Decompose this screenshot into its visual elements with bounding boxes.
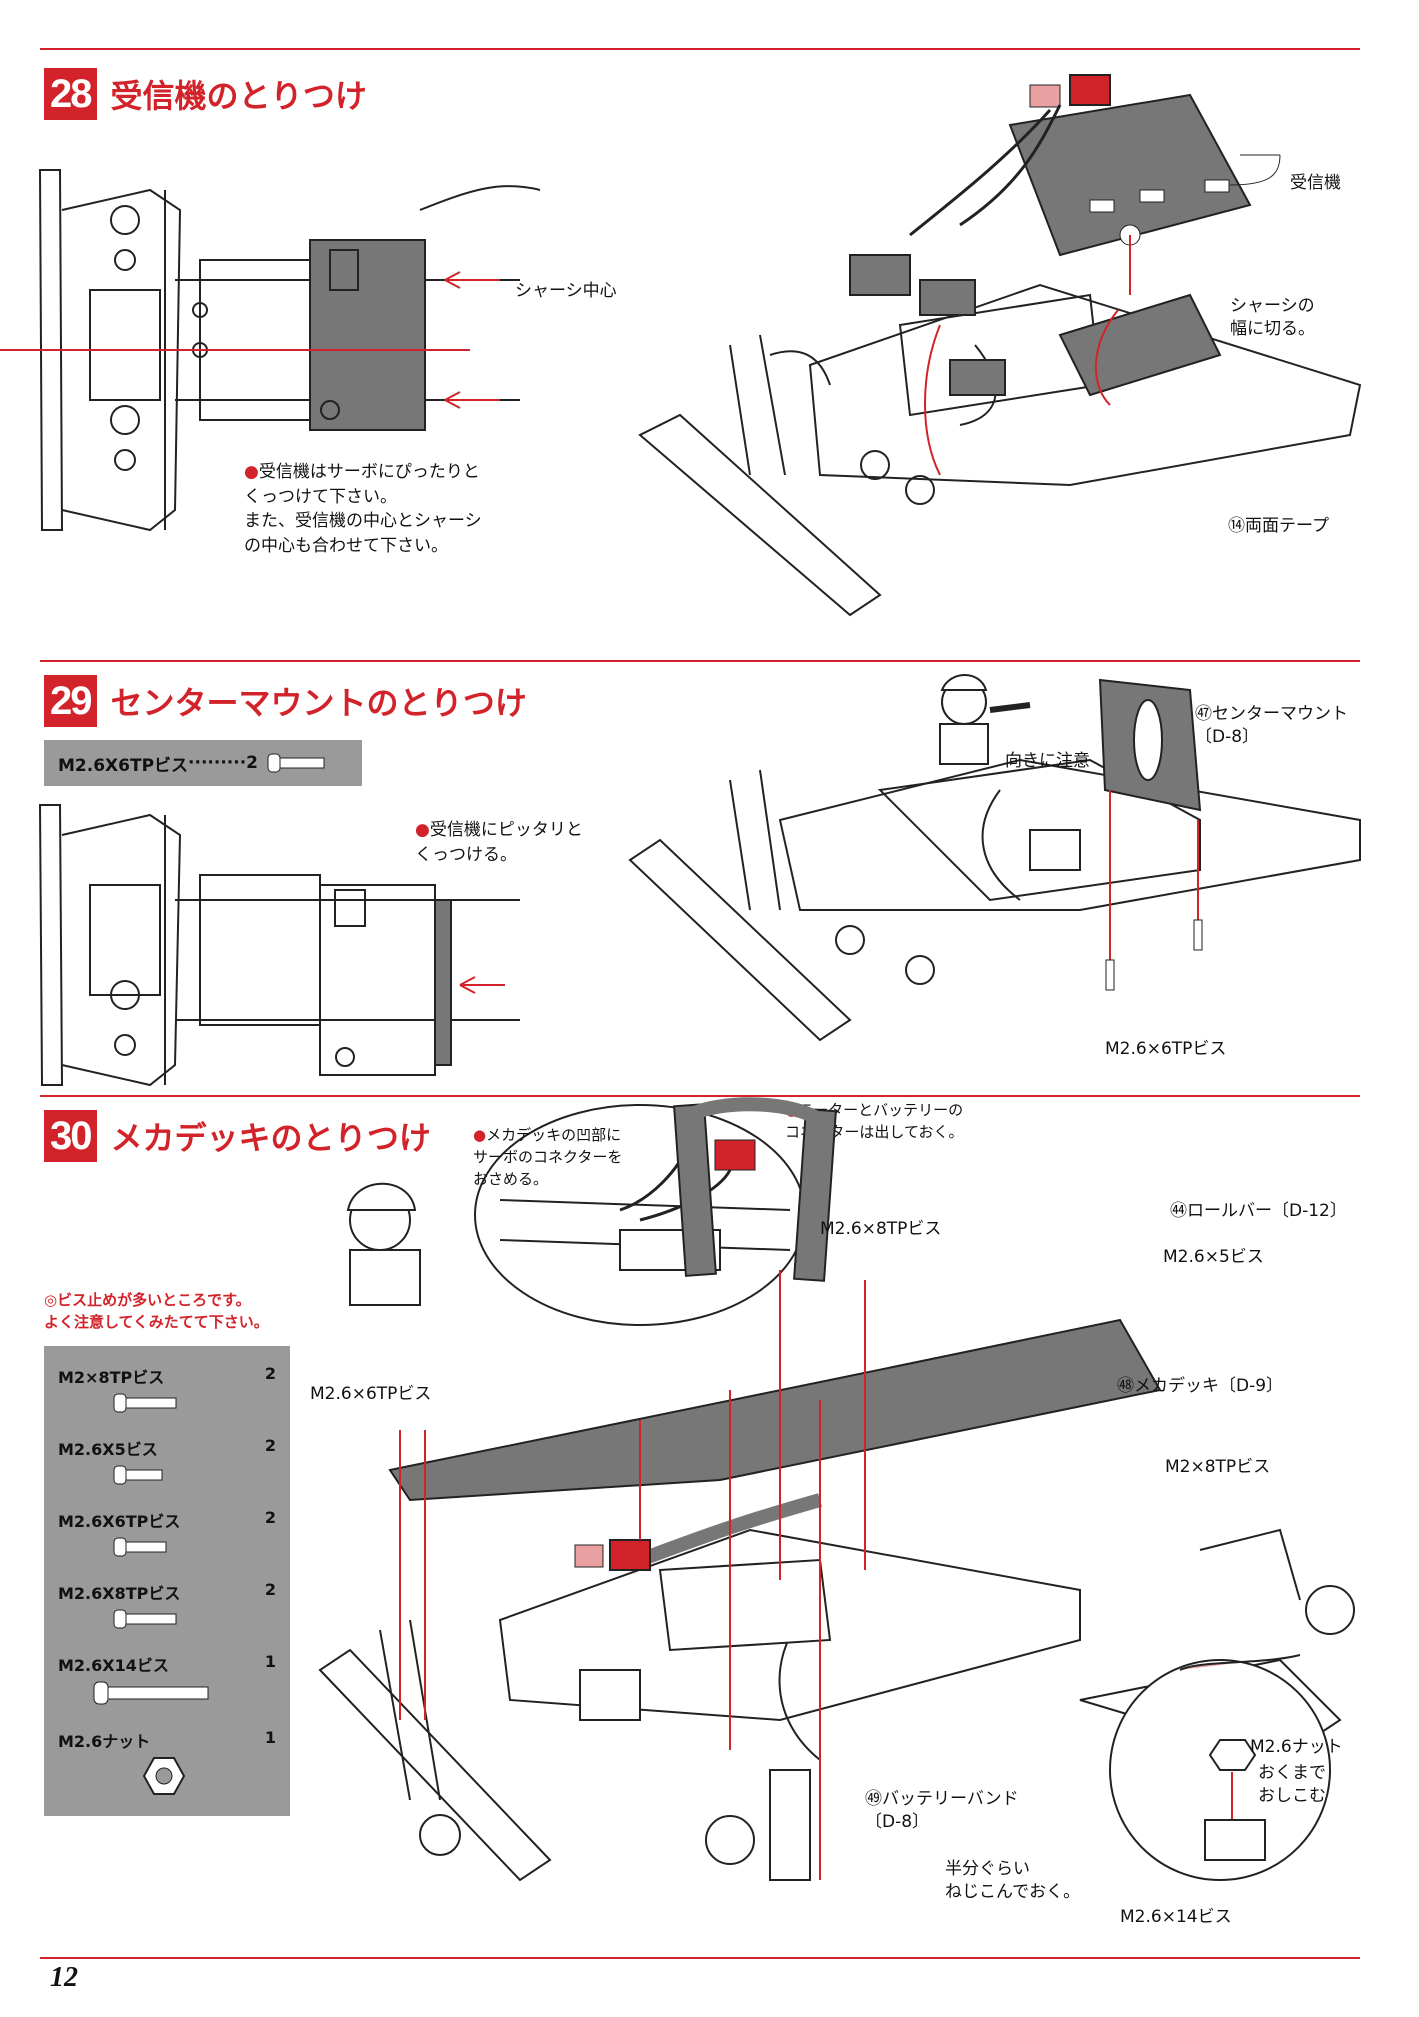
parts-row: M2.6X6TPビス 2: [58, 1508, 276, 1532]
half-screw-label: 半分ぐらい ねじこんでおく。: [945, 1859, 1081, 1902]
section-29-top-view-diagram: [38, 804, 520, 1087]
section-number: 29: [44, 675, 97, 727]
caution-note: ◎ビス止めが多いところです。 よく注意してくみたてて下さい。: [44, 1291, 269, 1331]
part-qty: 2: [246, 753, 258, 773]
screw-icon: [113, 1465, 163, 1485]
parts-row: M2.6ナット 1: [58, 1728, 276, 1752]
section-28-note: ●受信機はサーボにぴったりと くっつけて下さい。 また、受信機の中心とシャーシ …: [244, 462, 482, 556]
screw-m26x5-label: M2.6×5ビス: [1163, 1247, 1264, 1267]
screw-icon: [113, 1537, 167, 1557]
section-30-top-rule: [40, 1095, 1360, 1097]
screw-m2-8tp-top-label: M2.6×8TPビス: [820, 1219, 942, 1239]
part-name: M2.6X5ビス: [58, 1440, 158, 1459]
section-28-top-view-diagram: [0, 169, 541, 532]
part-name: M2.6X8TPビス: [58, 1584, 181, 1603]
parts-list-box: M2×8TPビス 2 M2.6X5ビス 2 M2.6X6TPビス 2 M2.6X8TP…: [44, 1346, 290, 1816]
screw-m26x14-label: M2.6×14ビス: [1120, 1907, 1232, 1927]
screw-icon: [113, 1609, 177, 1629]
part-qty: 1: [264, 1728, 276, 1747]
section-29-install-diagram: [628, 674, 1361, 1042]
mascot-figure: [346, 1182, 421, 1306]
receiver-label: 受信機: [1290, 173, 1341, 193]
note-text: 受信機はサーボにぴったりと くっつけて下さい。 また、受信機の中心とシャーシ の…: [244, 462, 482, 556]
mecha-deck-label: ㊽メカデッキ〔D-9〕: [1117, 1376, 1284, 1396]
section-title: センターマウントのとりつけ: [110, 684, 527, 722]
chassis-center-label: シャーシ中心: [515, 281, 617, 301]
part-name: M2.6X6TPビス: [58, 755, 189, 776]
part-qty: 1: [264, 1652, 276, 1671]
screw-m2x8tp-label: M2×8TPビス: [1165, 1457, 1271, 1477]
part-name: M2.6X6TPビス: [58, 1512, 181, 1531]
nut-icon: [142, 1757, 186, 1795]
nut-note-label: おくまで おしこむ: [1258, 1763, 1326, 1806]
part-name: M2×8TPビス: [58, 1368, 165, 1387]
nut-label: M2.6ナット: [1250, 1737, 1343, 1757]
part-name: M2.6ナット: [58, 1732, 151, 1751]
part-qty: 2: [264, 1364, 276, 1383]
note-text: 受信機にピッタリと くっつける。: [415, 820, 583, 865]
parts-row: M2.6X8TPビス 2: [58, 1580, 276, 1604]
servo-connector-note: ●メカデッキの凹部に サーボのコネクターを おさめる。: [473, 1126, 623, 1188]
section-28-top-rule: [40, 48, 1360, 50]
screw-m26x6tp-label: M2.6×6TPビス: [310, 1384, 432, 1404]
screw-icon: [113, 1393, 177, 1413]
part-name: M2.6X14ビス: [58, 1656, 169, 1675]
part-qty: 2: [264, 1508, 276, 1527]
section-title: メカデッキのとりつけ: [110, 1119, 431, 1157]
section-title: 受信機のとりつけ: [110, 77, 367, 115]
section-28-install-diagram: [638, 74, 1362, 617]
center-mount-label: ㊼センターマウント 〔D-8〕: [1195, 704, 1348, 747]
screw-icon: [93, 1681, 209, 1705]
parts-row: M2×8TPビス 2: [58, 1364, 276, 1388]
section-number: 30: [44, 1110, 97, 1162]
section-number: 28: [44, 68, 97, 120]
parts-row: M2.6X14ビス 1: [58, 1652, 276, 1676]
battery-band-label: ㊾バッテリーバンド 〔D-8〕: [865, 1789, 1019, 1832]
section-28-header: 28 受信機のとりつけ: [44, 68, 367, 120]
caution-direction-label: 向きに注意: [1005, 751, 1090, 771]
part-qty: 2: [264, 1436, 276, 1455]
footer-rule: [40, 1957, 1360, 1959]
section-29-header: 29 センターマウントのとりつけ: [44, 675, 527, 727]
part-dots: ·········: [188, 753, 247, 773]
section-30-header: 30 メカデッキのとりつけ: [44, 1110, 431, 1162]
screw-m26x6tp-label: M2.6×6TPビス: [1105, 1039, 1227, 1059]
screw-icon: [267, 753, 325, 773]
parts-row: M2.6X5ビス 2: [58, 1436, 276, 1460]
section-29-note: ●受信機にピッタリと くっつける。: [415, 820, 583, 865]
note-text: メカデッキの凹部に サーボのコネクターを おさめる。: [473, 1126, 623, 1188]
roll-bar-label: ㊹ロールバー〔D-12〕: [1170, 1201, 1347, 1221]
parts-list-bar: M2.6X6TPビス ········· 2: [44, 740, 362, 786]
section-30-exploded-diagram: [318, 1097, 1355, 1882]
page-number: 12: [50, 1962, 78, 1993]
double-sided-tape-label: ⑭両面テープ: [1228, 516, 1329, 536]
section-29-top-rule: [40, 660, 1360, 662]
part-qty: 2: [264, 1580, 276, 1599]
cut-to-width-label: シャーシの 幅に切る。: [1230, 296, 1315, 339]
